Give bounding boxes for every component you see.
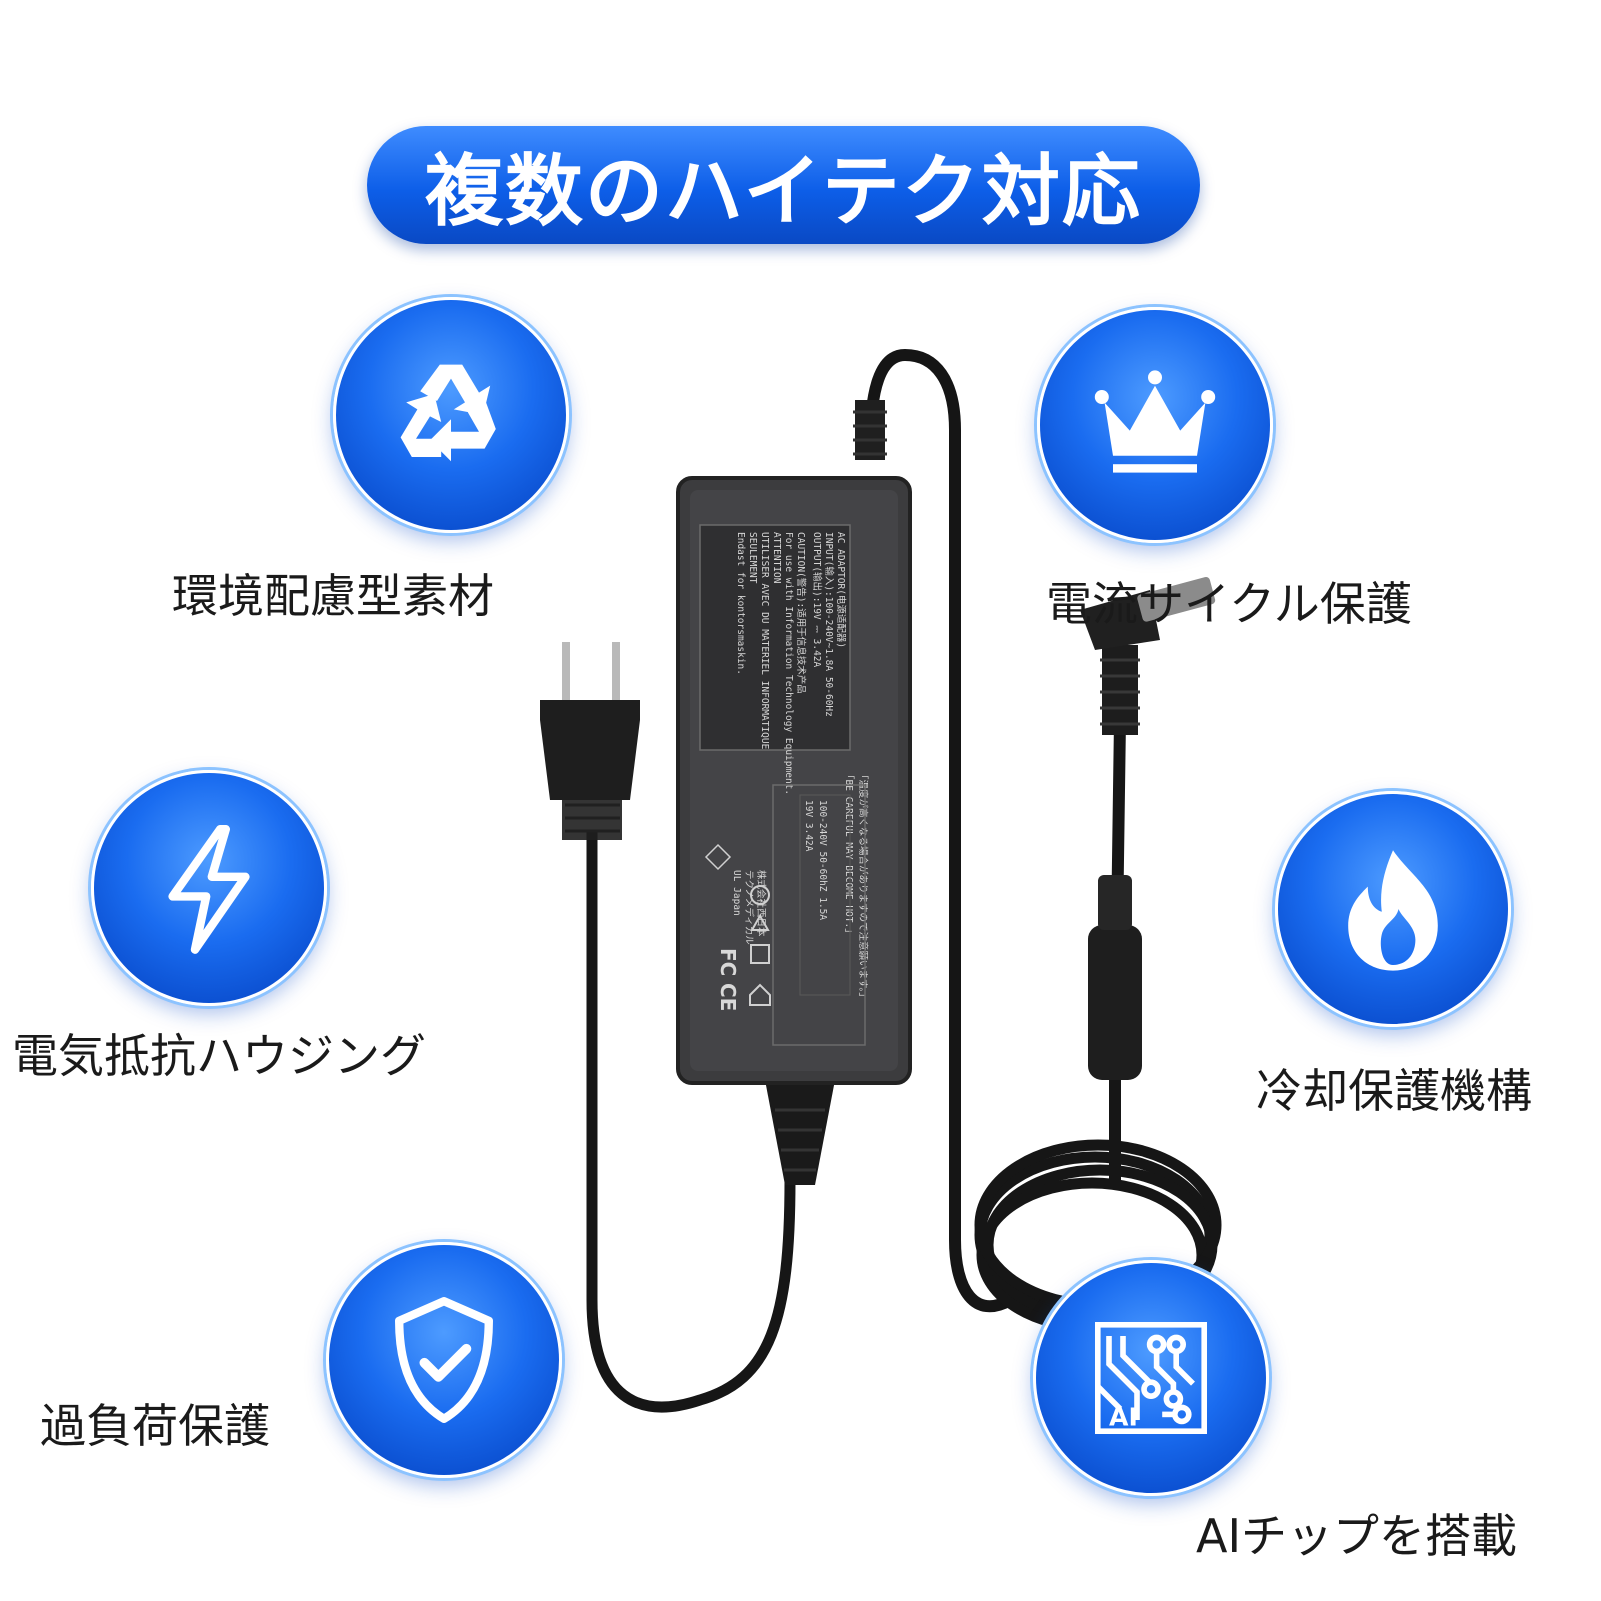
feature-label-ai: AIチップを搭載 [1196, 1509, 1518, 1563]
top-strain-relief [855, 400, 885, 460]
feature-label-overload: 過負荷保護 [40, 1399, 270, 1453]
label-title: AC ADAPTOR(电源适配器) [835, 532, 847, 648]
label-rating-2: 19V 3.42A [803, 800, 814, 852]
banner-title: 複数のハイテク対応 [425, 147, 1142, 237]
dc-strain-relief [1102, 645, 1138, 735]
label-caution-1: CAUTION(警告):适用于信息技术产品 [795, 532, 807, 694]
feature-label-current: 電流サイクル保護 [1046, 577, 1412, 631]
recycle-icon [400, 364, 496, 462]
crown-icon [1094, 370, 1216, 473]
ce-mark: CE [716, 983, 740, 1011]
dc-plug-barrel [1137, 576, 1216, 622]
ac-cable [586, 830, 796, 1413]
svg-text:AI: AI [1109, 1403, 1138, 1432]
label-output: OUTPUT(输出):19V ⎓ 3.42A [811, 532, 823, 668]
label-maker-3: UL Japan [731, 870, 742, 916]
lightning-icon [168, 825, 250, 954]
feature-badge-overload [326, 1242, 562, 1478]
label-attention-4: Endast for kontorsmaskin. [735, 532, 746, 675]
label-warning-en: 「BE CAREFUL MAY BECOME HOT.」 [843, 770, 854, 938]
feature-badge-resist [91, 770, 327, 1006]
label-attention-2: UTILISER AVEC DU MATERIEL INFORMATIQUE [759, 532, 770, 750]
title-banner: 複数のハイテク対応 [367, 126, 1200, 244]
label-attention-1: ATTENTION [771, 532, 782, 584]
spec-label-top [699, 524, 851, 751]
label-input: INPUT(输入):100-240V~1.8A 50-60Hz [823, 532, 835, 717]
label-caution-2: For use with Information Technology Equi… [783, 532, 794, 795]
feature-label-resist: 電気抵抗ハウジング [12, 1029, 426, 1083]
label-warning-jp: 「温度が高くなる場合がありますので注意願います。」 [857, 770, 869, 1002]
feature-label-cooling: 冷却保護機構 [1256, 1064, 1532, 1118]
label-maker-2: テクノメディカル [743, 870, 755, 945]
feature-badge-current [1037, 307, 1273, 543]
output-cable [864, 348, 1013, 1313]
ac-plug-body [540, 700, 640, 800]
feature-badge-eco [333, 297, 569, 533]
feature-badge-ai: AI [1033, 1260, 1269, 1496]
feature-badge-cooling [1275, 791, 1511, 1027]
ferrite-core [1088, 925, 1142, 1080]
fc-mark: FC [716, 948, 740, 976]
label-rating-1: 100-240V 50-60hZ 1.5A [817, 800, 828, 920]
flame-icon [1348, 850, 1438, 971]
label-attention-3: SEULEMENT [747, 532, 758, 584]
ai-chip-icon: AI [1095, 1322, 1207, 1434]
bottom-strain-relief [765, 1080, 835, 1185]
feature-label-eco: 環境配慮型素材 [172, 569, 494, 623]
shield-check-icon [395, 1297, 493, 1423]
spec-label-bottom [772, 784, 866, 1046]
